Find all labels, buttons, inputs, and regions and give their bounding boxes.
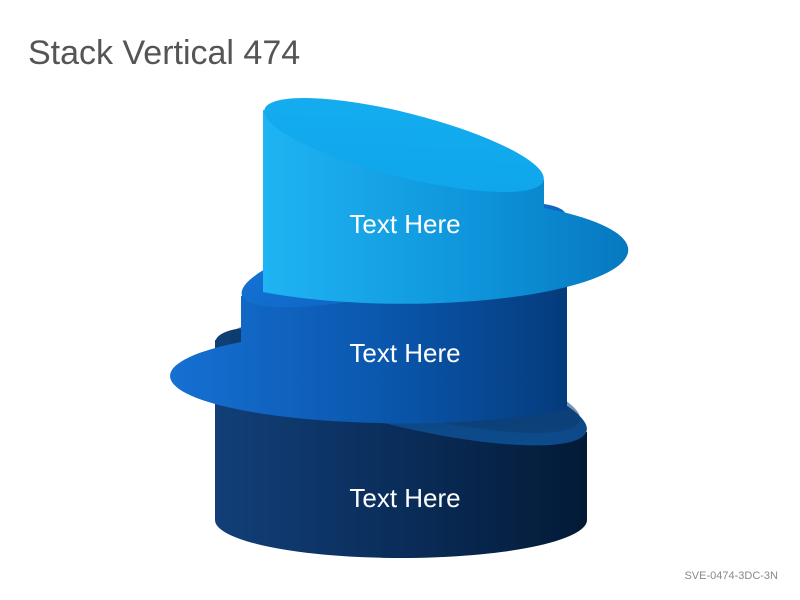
tier-top-cap [264, 97, 544, 193]
slide-code: SVE-0474-3DC-3N [684, 570, 778, 582]
page-title: Stack Vertical 474 [28, 34, 301, 72]
tier-bottom-label: Text Here [349, 483, 460, 513]
tier-middle-label: Text Here [349, 338, 460, 368]
tier-top-label: Text Here [349, 209, 460, 239]
tier-top: Text Here [263, 97, 629, 304]
